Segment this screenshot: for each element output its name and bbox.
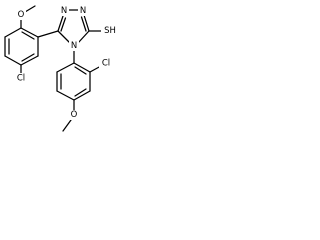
bond-ring-a-triazole <box>37 30 59 38</box>
bond-ring-b-inner-1 <box>74 66 87 75</box>
bond-ring-b-6 <box>56 62 75 73</box>
bond-o-ch3-bottom <box>62 119 72 132</box>
atom-cl-left: Cl <box>17 74 25 84</box>
bond-triazole-3b <box>80 16 87 32</box>
atom-labels: O N N SH N Cl Cl O <box>14 6 119 120</box>
bond-ring-b-1 <box>73 62 91 73</box>
bond-ring-a-4 <box>4 55 22 66</box>
bond-triazole-1 <box>57 15 64 32</box>
atom-o-methoxy-bottom: O <box>71 110 78 120</box>
bond-triazole-4 <box>77 30 90 44</box>
atom-n-triazole-1: N <box>61 6 67 16</box>
bond-ring-a-3 <box>20 55 39 66</box>
atom-n-triazole-2: N <box>80 6 86 16</box>
molecule-structure: O N N SH N Cl Cl O <box>4 5 119 132</box>
bond-triazole-3 <box>83 14 90 32</box>
bond-ring-a-inner-2 <box>21 53 35 62</box>
atom-cl-right: Cl <box>102 59 110 69</box>
bonds <box>4 5 104 132</box>
bond-ring-a-inner-1 <box>21 31 35 40</box>
bond-triazole-1b <box>60 17 67 32</box>
atom-sh: SH <box>104 26 116 36</box>
bond-triazole-5 <box>57 30 71 44</box>
bond-ring-a-6 <box>4 27 22 38</box>
bond-ring-a-1 <box>20 27 39 38</box>
bond-ring-b-4 <box>56 90 75 101</box>
bond-ring-b-3 <box>73 90 91 101</box>
atom-o-methoxy-top: O <box>18 10 25 20</box>
atom-n-triazole-4: N <box>71 41 77 51</box>
bond-ring-b-inner-2 <box>74 88 87 97</box>
bond-o-ch3-top <box>24 5 36 13</box>
